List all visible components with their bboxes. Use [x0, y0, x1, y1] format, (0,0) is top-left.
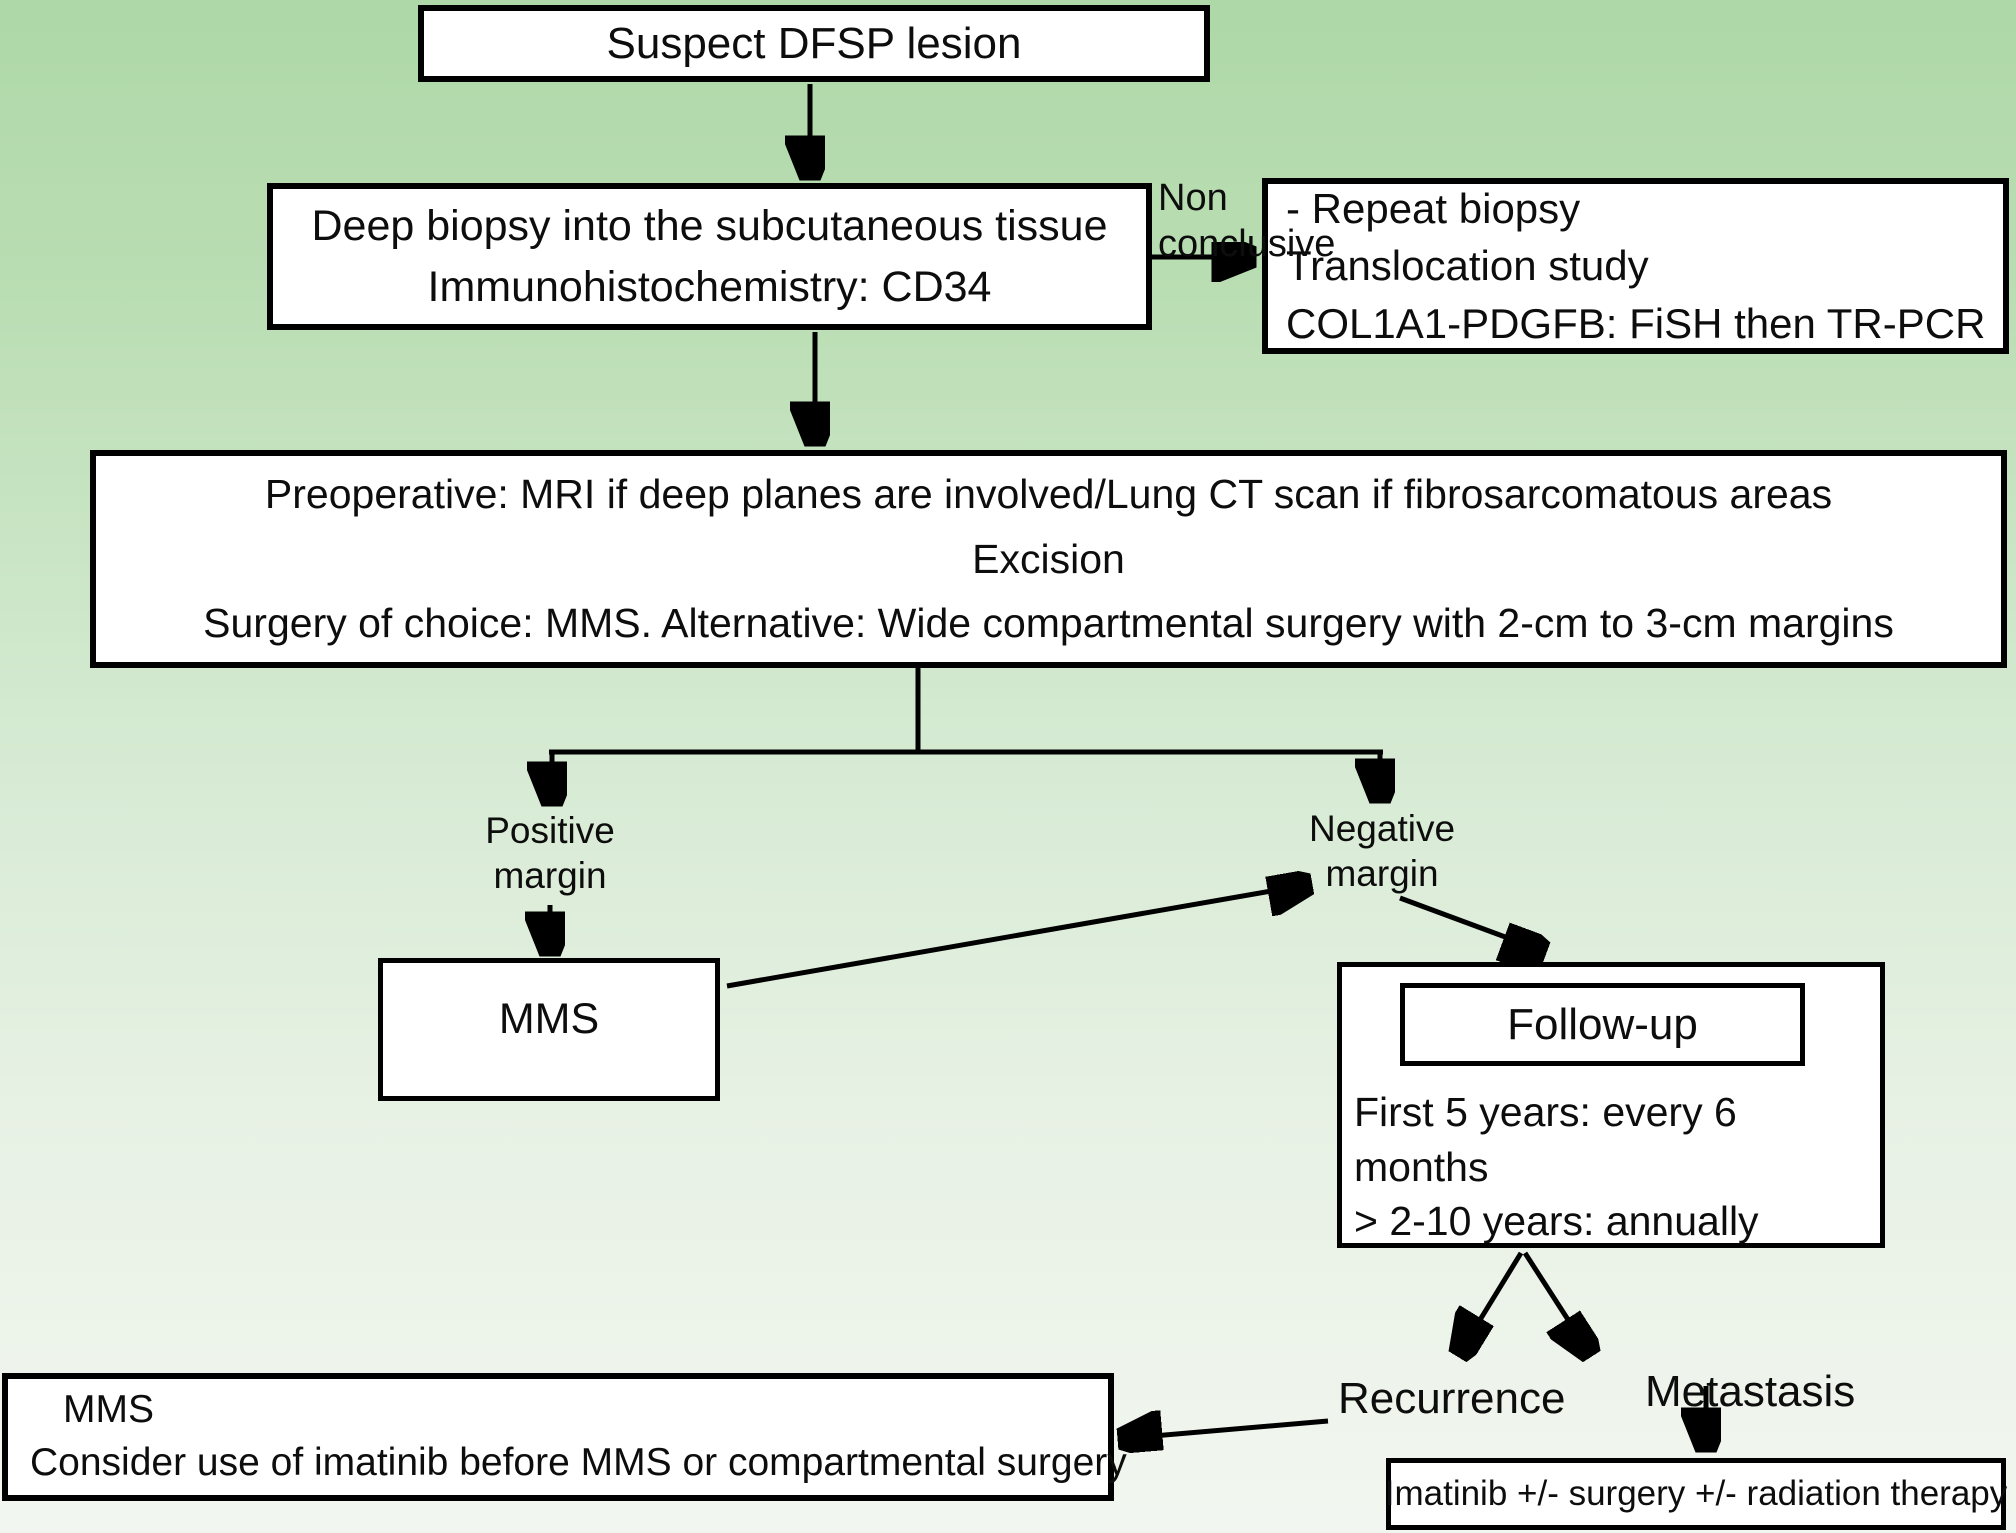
- mms-imatinib-line2: Consider use of imatinib before MMS or c…: [30, 1441, 1127, 1484]
- metastasis-label: Metastasis: [1645, 1367, 1856, 1416]
- repeat-biopsy-line1: - Repeat biopsy: [1286, 185, 1581, 233]
- positive-margin-label: Positive margin: [430, 808, 670, 898]
- deep-biopsy-box: Deep biopsy into the subcutaneous tissue…: [267, 183, 1152, 330]
- positive-margin-line2: margin: [493, 855, 607, 897]
- arrow-mms-to-negative: [726, 886, 1300, 989]
- imatinib-therapy-text: Imatinib +/- surgery +/- radiation thera…: [1384, 1474, 2008, 1513]
- positive-margin-line1: Positive: [485, 810, 615, 851]
- followup-title-box: Follow-up: [1400, 983, 1805, 1066]
- negative-margin-line2: margin: [1325, 853, 1439, 895]
- imatinib-therapy-box: Imatinib +/- surgery +/- radiation thera…: [1384, 1458, 2008, 1530]
- followup-line1: First 5 years: every 6: [1354, 1089, 1737, 1135]
- recurrence-label: Recurrence: [1338, 1374, 1566, 1423]
- negative-margin-line1: Negative: [1308, 808, 1456, 849]
- negative-margin-label: Negative margin: [1262, 806, 1502, 896]
- repeat-biopsy-box: - Repeat biopsy Translocation study COL1…: [1262, 178, 2009, 354]
- mms-text: MMS: [498, 995, 600, 1043]
- preoperative-line2: Excision: [972, 535, 1125, 582]
- followup-line2: months: [1354, 1143, 1489, 1190]
- arrow-followup-to-metastasis: [1522, 1251, 1585, 1346]
- mms-box: MMS: [378, 958, 720, 1101]
- preoperative-line3: Surgery of choice: MMS. Alternative: Wid…: [203, 600, 1894, 647]
- mms-imatinib-line1: MMS: [63, 1388, 154, 1432]
- suspect-lesion-box: Suspect DFSP lesion: [418, 5, 1210, 82]
- branch-line: [549, 665, 1383, 755]
- followup-box: Follow-up First 5 years: every 6 months …: [1337, 962, 1885, 1248]
- arrow-recurrence-to-mms-imatinib: [1130, 1421, 1329, 1438]
- preoperative-excision-box: Preoperative: MRI if deep planes are inv…: [90, 450, 2007, 668]
- non-conclusive-line1: Non: [1158, 177, 1228, 219]
- followup-line3: > 2-10 years: annually: [1354, 1198, 1759, 1245]
- arrow-followup-to-recurrence: [1464, 1251, 1524, 1346]
- followup-title: Follow-up: [1507, 999, 1698, 1049]
- repeat-biopsy-line2: Translocation study: [1286, 242, 1649, 290]
- mms-imatinib-box: MMS Consider use of imatinib before MMS …: [2, 1373, 1127, 1501]
- arrow-negative-to-followup: [1399, 895, 1535, 948]
- deep-biopsy-line1: Deep biopsy into the subcutaneous tissue: [311, 202, 1108, 251]
- deep-biopsy-line2: Immunohistochemistry: CD34: [427, 262, 992, 311]
- preoperative-line1: Preoperative: MRI if deep planes are inv…: [264, 470, 1833, 517]
- suspect-lesion-text: Suspect DFSP lesion: [606, 18, 1022, 68]
- repeat-biopsy-line3: COL1A1-PDGFB: FiSH then TR-PCR: [1286, 299, 1986, 347]
- non-conclusive-label: Non conclusive: [1158, 175, 1348, 268]
- non-conclusive-line2: conclusive: [1158, 223, 1336, 266]
